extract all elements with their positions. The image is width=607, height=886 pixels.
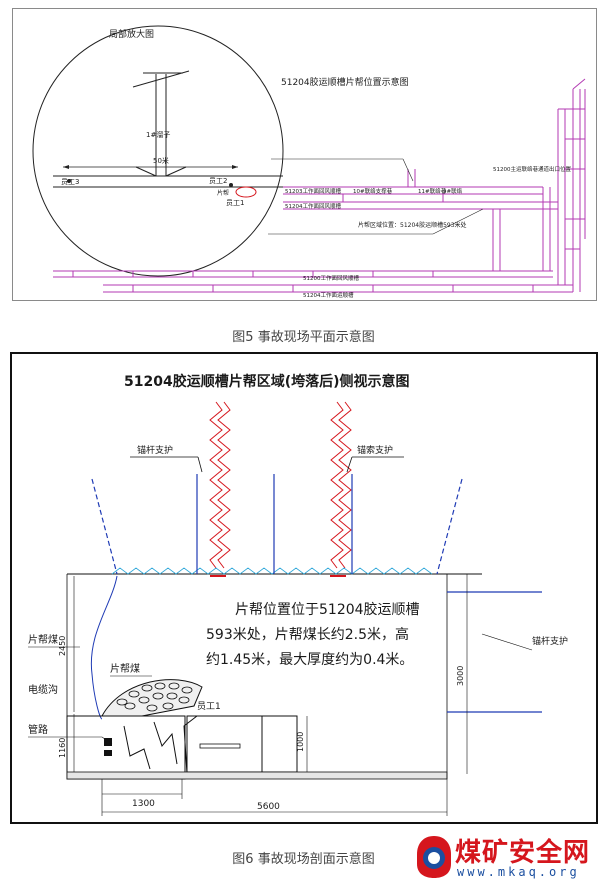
fissure-right: [330, 401, 344, 569]
cable-trench-box: [66, 715, 186, 780]
fissure-left-2: [217, 401, 231, 569]
tunnel-network: [53, 78, 586, 293]
tunnel-a-label: 51203工作面回风顺槽: [285, 187, 341, 195]
watermark-url: www.mkaq.org: [457, 865, 580, 879]
enlarged-view-label: 局部放大图: [109, 28, 154, 40]
helmet-logo-icon: [417, 836, 451, 878]
broken-support-2: [153, 721, 178, 765]
enlarged-view-circle: [32, 25, 284, 277]
coal-lumps: [116, 682, 193, 712]
dim-1160-label: 1160: [58, 738, 67, 758]
tunnel-ticks: [72, 271, 534, 292]
section-view-figure: 51204胶运顺槽片帮区域(垮落后)侧视示意图 锚杆支护 锚索支护: [10, 352, 598, 824]
plan-view-figure: 局部放大图 1#溜子 50米 员工3 员工2 员工1 片帮 51204胶运顺槽片…: [12, 8, 597, 301]
dim-5600-label: 5600: [257, 802, 280, 812]
angled-bolts: [91, 478, 463, 575]
bolt-support-left-label: 锚杆支护: [137, 444, 173, 456]
distance-arrow-left: [63, 165, 69, 169]
plan-title: 51204胶运顺槽片帮位置示意图: [281, 76, 409, 88]
worker2-label: 员工2: [209, 177, 227, 185]
rib-spall-coal-label: 片帮煤: [28, 633, 58, 646]
worker1-label: 员工1: [226, 199, 244, 207]
figure5-caption: 图5 事故现场平面示意图: [232, 330, 375, 345]
pipe-block-1: [104, 738, 112, 746]
section-title: 51204胶运顺槽片帮区域(垮落后)侧视示意图: [124, 373, 410, 390]
floor-bed: [66, 771, 448, 780]
worker2-marker: [229, 183, 233, 187]
tunnel-f-label: 51200工作面回风顺槽: [303, 274, 359, 282]
dim-3000-label: 3000: [456, 666, 465, 686]
plan-view-drawing: 局部放大图 1#溜子 50米 员工3 员工2 员工1 片帮 51204胶运顺槽片…: [32, 25, 586, 299]
callout-line-bottom-rise: [432, 208, 484, 235]
tunnel-g-label: 51204工作面运顺槽: [303, 291, 354, 299]
watermark-name: 煤矿安全网: [455, 838, 591, 868]
distance-arrow-right: [232, 165, 238, 169]
description-line1: 片帮位置位于51204胶运顺槽: [235, 601, 420, 618]
location-note-label: 片帮区域位置：51204胶运顺槽593米处: [358, 221, 467, 229]
cable-support-label: 锚索支护: [357, 444, 393, 456]
worker3-marker: [67, 179, 71, 183]
right-note-label: 51200主运联络巷通道出口位置: [493, 165, 571, 173]
circle-gate-flare-right: [165, 166, 187, 177]
roof-mesh: [111, 567, 433, 575]
rib-spall-boundary: [90, 575, 118, 720]
pipe-block-2: [104, 750, 112, 756]
bolt-left-leader-tip: [197, 456, 203, 473]
tunnel-b-label: 10#联络支撑巷: [353, 187, 393, 195]
bolt-support-right-label: 锚杆支护: [532, 635, 568, 647]
gate-label: 1#溜子: [146, 130, 170, 139]
cable-trench-label: 电缆沟: [28, 683, 58, 696]
spall-small-label: 片帮: [217, 189, 229, 197]
spalled-coal-label: 片帮煤: [110, 662, 140, 675]
tunnel-d-label: 11#联络巷: [418, 187, 447, 195]
circle-gate-flare-left: [135, 166, 157, 177]
worker1-section-label: 员工1: [197, 701, 221, 712]
roof-bolts: [196, 474, 353, 574]
pipe-label: 管路: [28, 723, 48, 736]
distance-label: 50米: [153, 156, 169, 165]
dim-1300-label: 1300: [132, 799, 155, 809]
dim-1000-label: 1000: [296, 732, 305, 752]
cable-leader-tip: [346, 456, 353, 473]
tunnel-e-label: 9#联络: [443, 187, 463, 195]
conveyor-belt: [199, 743, 241, 749]
fissure-right-2: [338, 401, 352, 569]
description-line2: 593米处，片帮煤长约2.5米，高: [206, 626, 409, 643]
circle-face-line: [132, 70, 190, 88]
conveyor-left-frame: [183, 715, 198, 775]
section-view-drawing: 51204胶运顺槽片帮区域(垮落后)侧视示意图 锚杆支护 锚索支护: [28, 373, 568, 816]
fissure-left: [209, 401, 223, 569]
spall-location-marker: [235, 186, 257, 198]
callout-line-top-drop: [402, 158, 414, 182]
tunnel-c-label: 51204工作面回风顺槽: [285, 202, 341, 210]
site-watermark: 煤矿安全网 www.mkaq.org: [415, 832, 605, 884]
description-line3: 约1.45米，最大厚度约为0.4米。: [206, 652, 413, 668]
broken-support-1: [123, 725, 151, 770]
dim-2450-label: 2450: [58, 636, 67, 656]
figure6-caption: 图6 事故现场剖面示意图: [232, 852, 375, 867]
bolt-right-leader: [481, 633, 533, 651]
right-rib-bolts: [447, 591, 542, 713]
